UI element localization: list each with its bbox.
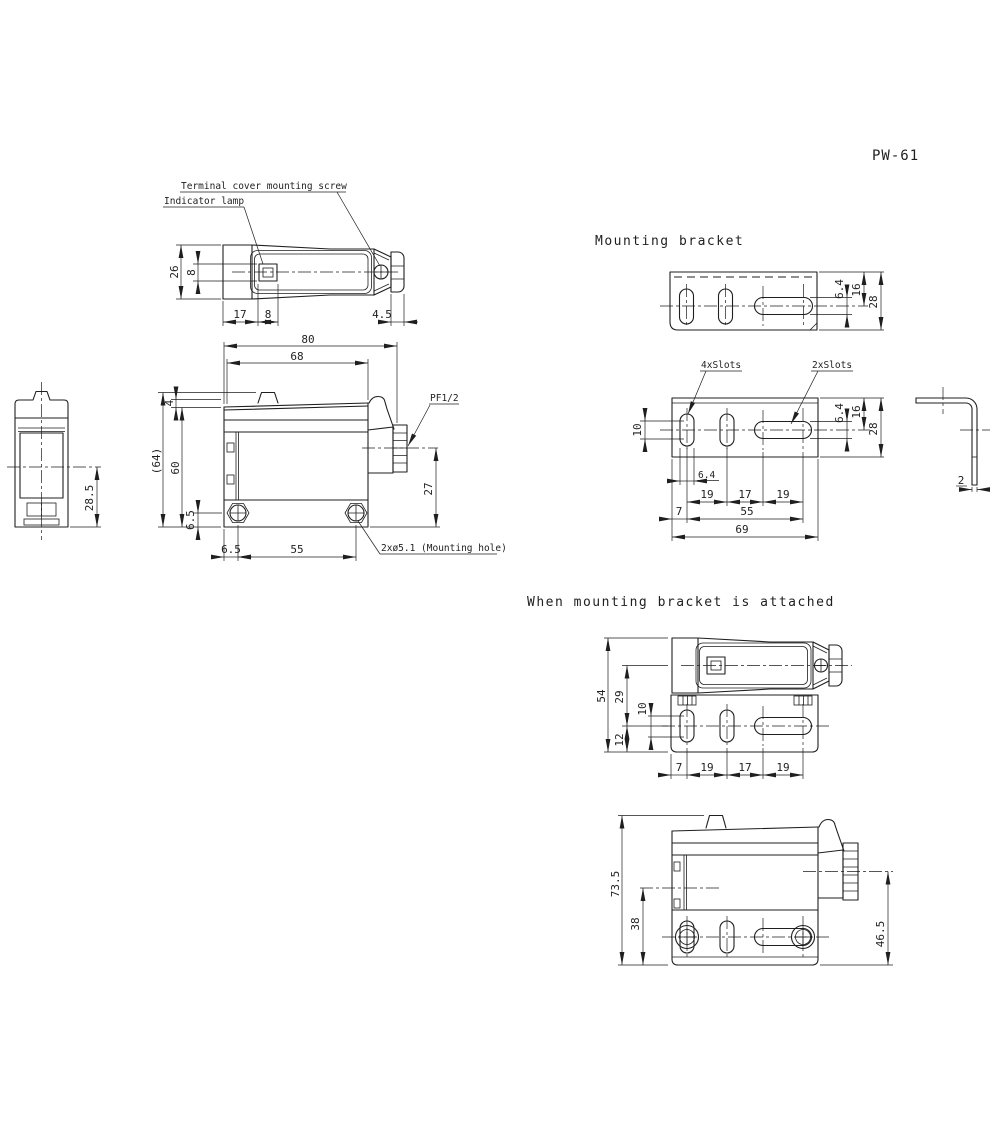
dim-front-27: 27	[422, 482, 435, 495]
terminal-cover-screw-callout: Terminal cover mounting screw	[181, 181, 347, 192]
attached-top-view: 54 29 10 12 7 19 17 19	[595, 637, 852, 779]
pf-thread-port	[392, 424, 408, 473]
dim-btv-28: 28	[867, 295, 880, 308]
dim-bfv-69: 69	[735, 523, 748, 536]
dim-top-4-5: 4.5	[372, 308, 392, 321]
dim-bfv-28: 28	[867, 422, 880, 435]
dim-front-55: 55	[290, 543, 303, 556]
terminal-cover-screw	[373, 264, 389, 280]
dim-atv-7: 7	[676, 761, 683, 774]
bracket-front-view: 4xSlots 2xSlots 10 6.4 19 17 19 7 55 69 …	[631, 360, 884, 541]
dim-front-6-5-edge: 6.5	[221, 543, 241, 556]
dim-bfv-10: 10	[631, 423, 644, 436]
dim-bfv-19a: 19	[700, 488, 713, 501]
dim-side-28-5: 28.5	[83, 485, 96, 512]
dim-front-64: (64)	[150, 448, 163, 475]
slots2-callout: 2xSlots	[812, 360, 852, 371]
dim-front-4: 4	[163, 399, 176, 406]
indicator-lamp-callout: Indicator lamp	[164, 196, 244, 207]
dim-bsv-2: 2	[958, 474, 965, 487]
dim-front-80: 80	[301, 333, 314, 346]
dim-bfv-55: 55	[740, 505, 753, 518]
dim-atv-54: 54	[595, 689, 608, 703]
device-side-view: 28.5	[7, 382, 101, 540]
dim-bfv-6-4-left: 6.4	[698, 470, 715, 481]
slots4-callout: 4xSlots	[701, 360, 741, 371]
dim-front-60: 60	[169, 461, 182, 474]
device-front-view: 80 68 4 (64) 60 6.5 6.5 55 27 PF1/2 2xø5…	[150, 333, 507, 561]
dim-top-8-height: 8	[185, 269, 198, 276]
dim-atv-19b: 19	[776, 761, 789, 774]
mounting-hole-callout: 2xø5.1 (Mounting hole)	[381, 543, 507, 554]
dim-btv-6-4: 6.4	[833, 279, 846, 299]
indicator-lamp-outline	[258, 263, 278, 282]
dim-afv-73-5: 73.5	[609, 871, 622, 898]
device-top-view: 26 8 17 8 4.5 Terminal cover mounting sc…	[163, 181, 418, 326]
dim-bfv-17: 17	[738, 488, 751, 501]
dim-atv-12: 12	[613, 733, 626, 746]
dim-top-8-width: 8	[265, 308, 272, 321]
dim-bfv-7: 7	[676, 505, 683, 518]
dim-btv-16: 16	[850, 283, 863, 296]
bracket-side-view: 2	[915, 387, 990, 492]
dim-atv-17: 17	[738, 761, 751, 774]
dim-atv-19a: 19	[700, 761, 713, 774]
dim-atv-10: 10	[636, 702, 649, 715]
dim-afv-46-5: 46.5	[874, 921, 887, 948]
drawing-title: PW-61	[872, 148, 919, 164]
dim-front-6-5-foot: 6.5	[184, 510, 197, 530]
pf12-callout: PF1/2	[430, 393, 459, 404]
dim-afv-38: 38	[629, 917, 642, 930]
dim-atv-29: 29	[613, 690, 626, 703]
attached-front-view: 73.5 38 46.5	[609, 814, 893, 966]
attached-section-title: When mounting bracket is attached	[527, 595, 835, 610]
dim-bfv-6-4-right: 6.4	[833, 403, 846, 423]
dim-bfv-19b: 19	[776, 488, 789, 501]
dim-front-68: 68	[290, 350, 303, 363]
bracket-section-title: Mounting bracket	[595, 234, 744, 249]
dim-top-17: 17	[233, 308, 246, 321]
dim-top-26: 26	[168, 265, 181, 278]
bracket-top-view: 6.4 16 28	[660, 271, 884, 331]
dim-bfv-16: 16	[850, 405, 863, 418]
